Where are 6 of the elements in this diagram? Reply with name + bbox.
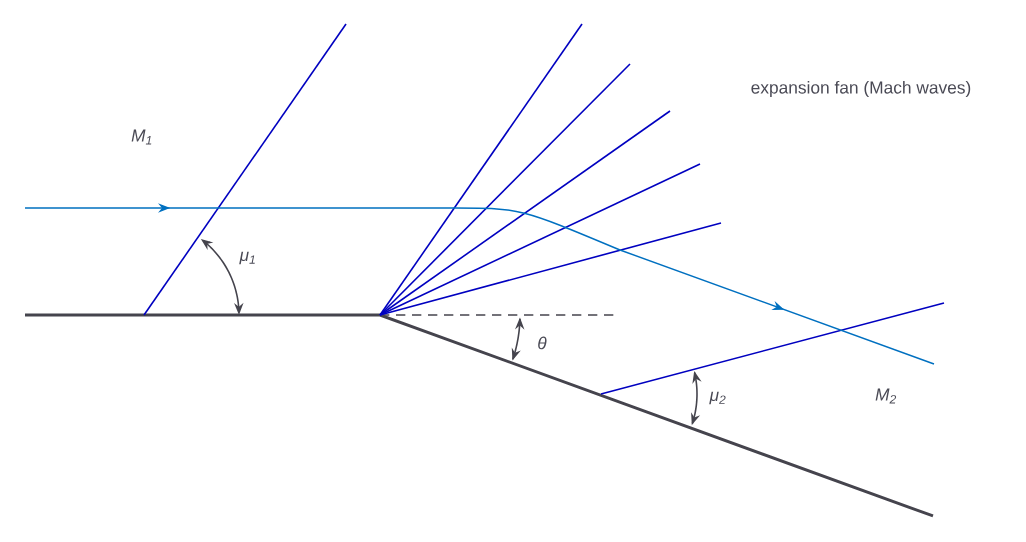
angle-label: μ$_{1}$ xyxy=(239,251,255,265)
angle-label: θ xyxy=(538,336,547,350)
flow-label: M$_{1}$ xyxy=(131,129,152,145)
angle-label: μ$_{2}$ xyxy=(709,391,726,405)
flow-label: M$_{2}$ xyxy=(875,388,897,404)
annotation-text: expansion fan (Mach waves) xyxy=(751,80,971,98)
